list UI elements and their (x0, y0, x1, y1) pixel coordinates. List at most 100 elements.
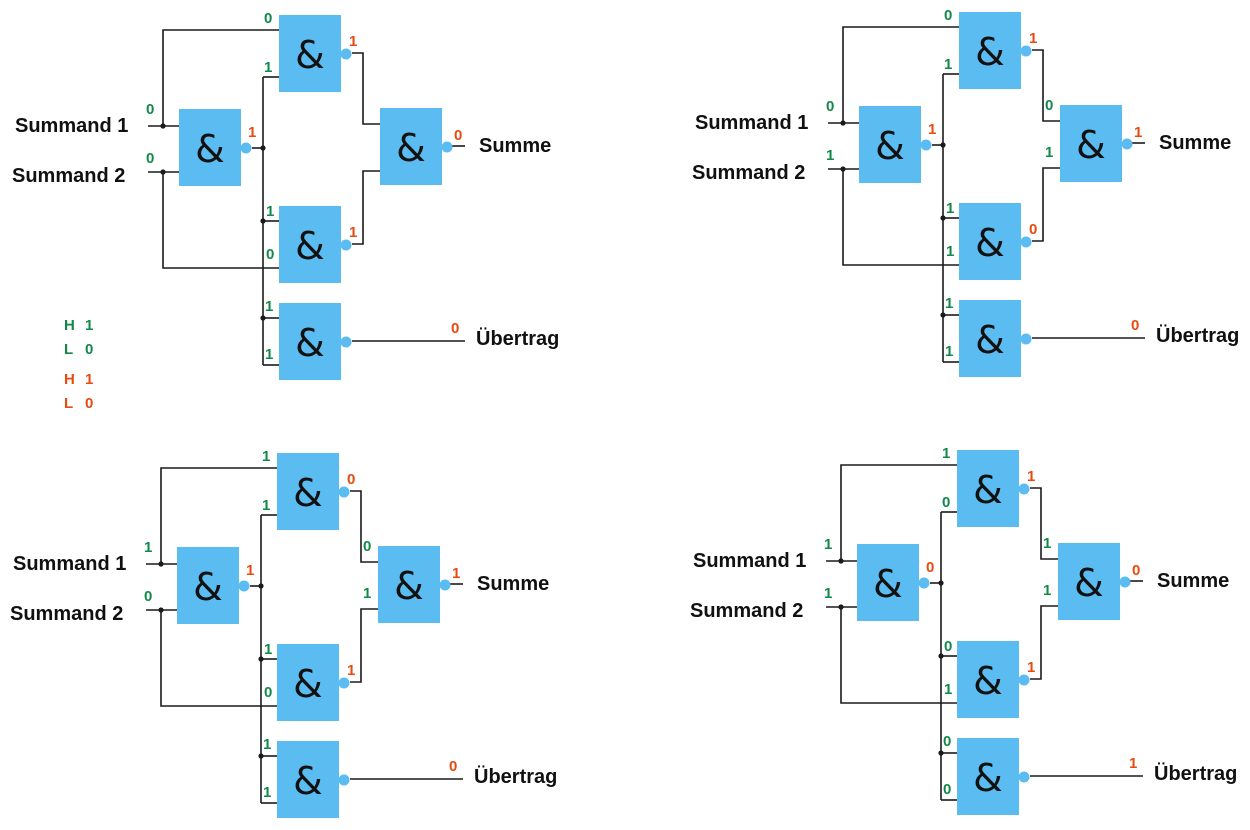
and-symbol: & (873, 562, 903, 606)
junction-dot (840, 166, 846, 172)
junction-dot (838, 558, 844, 564)
and-gate-box (859, 106, 921, 183)
and-gate-box (277, 644, 339, 721)
and-gate-box (277, 741, 339, 818)
summand1-value: 0 (826, 98, 834, 115)
mid-gate-input1-value: 0 (944, 638, 952, 655)
output-bubble (1121, 138, 1133, 150)
and-symbol: & (394, 564, 424, 608)
summe-label: Summe (479, 135, 551, 157)
summand1-to-top-gate (842, 26, 959, 123)
output-bubble (1119, 576, 1131, 588)
and-gate-box (177, 547, 239, 624)
top-gate-to-sum-gate (352, 52, 380, 125)
gate-and-middle: & (959, 203, 1032, 280)
and-symbol: & (975, 318, 1005, 362)
junction-dot (260, 315, 266, 321)
summand2-label: Summand 2 (690, 600, 803, 622)
gate-and-input: & (177, 547, 250, 624)
summe-value: 0 (1132, 562, 1140, 579)
junction-dot (158, 561, 164, 567)
mid-gate-output-value: 0 (1029, 221, 1037, 238)
summe-label: Summe (1159, 132, 1231, 154)
and-gate-box (1060, 105, 1122, 182)
carry-gate-input2-value: 1 (263, 784, 271, 801)
output-bubble (1018, 771, 1030, 783)
and-symbol: & (195, 127, 225, 171)
and-gate-box (279, 206, 341, 283)
output-bubble (439, 579, 451, 591)
summe-label: Summe (477, 573, 549, 595)
sum-gate-input1-value: 1 (1043, 535, 1051, 552)
junction-dot (160, 123, 166, 129)
summand2-value: 0 (146, 150, 154, 167)
sum-gate-input1-value: 0 (363, 538, 371, 555)
and-gate-box (380, 108, 442, 185)
legend-green-l: L (64, 341, 73, 358)
output-bubble (1020, 236, 1032, 248)
summand1-label: Summand 1 (13, 553, 126, 575)
output-bubble (441, 141, 453, 153)
junction-dot (160, 169, 166, 175)
summand1-to-top-gate (840, 464, 957, 561)
mid-gate-input2-value: 0 (266, 246, 274, 263)
output-bubble (1018, 674, 1030, 686)
summand2-to-mid-gate (160, 610, 277, 707)
summe-value: 1 (452, 565, 460, 582)
gate-and-carry: & (277, 741, 350, 818)
and-symbol: & (293, 759, 323, 803)
gate-a-output-value: 0 (926, 559, 934, 576)
carry-gate-input2-value: 1 (265, 346, 273, 363)
and-symbol: & (973, 659, 1003, 703)
and-gate-box (279, 303, 341, 380)
gate-a-output-value: 1 (928, 121, 936, 138)
carry-gate-input1-value: 0 (943, 733, 951, 750)
junction-dot (158, 607, 164, 613)
top-gate-input2-value: 1 (262, 497, 270, 514)
mid-gate-to-sum-gate (1032, 167, 1060, 242)
output-bubble (338, 774, 350, 786)
mid-gate-input2-value: 1 (946, 243, 954, 260)
junction-dot (258, 583, 264, 589)
uebertrag-label: Übertrag (476, 327, 559, 350)
and-symbol: & (193, 565, 223, 609)
and-symbol: & (973, 756, 1003, 800)
and-gate-box (378, 546, 440, 623)
mid-gate-input2-value: 1 (944, 681, 952, 698)
mid-gate-input2-value: 0 (264, 684, 272, 701)
top-gate-to-sum-gate (1032, 49, 1060, 122)
mid-gate-input1-value: 1 (946, 200, 954, 217)
gate-and-carry: & (959, 300, 1032, 377)
legend-red-l: L (64, 395, 73, 412)
summand2-value: 0 (144, 588, 152, 605)
mid-gate-to-sum-gate (352, 170, 380, 245)
uebertrag-value: 0 (1131, 317, 1139, 334)
and-gate-box (279, 15, 341, 92)
summand2-value: 1 (826, 147, 834, 164)
output-bubble (920, 139, 932, 151)
and-gate-box (959, 300, 1021, 377)
gate-and-input: & (857, 544, 930, 621)
gate-a-output-value: 1 (246, 562, 254, 579)
top-gate-input1-value: 1 (262, 448, 270, 465)
legend-green-h-value: 1 (85, 317, 93, 334)
and-symbol: & (293, 471, 323, 515)
output-bubble (1020, 333, 1032, 345)
summand2-to-mid-gate (842, 169, 959, 266)
top-gate-input1-value: 0 (264, 10, 272, 27)
legend-red-h-value: 1 (85, 371, 93, 388)
summe-label: Summe (1157, 570, 1229, 592)
top-gate-output-value: 0 (347, 471, 355, 488)
summand2-label: Summand 2 (692, 162, 805, 184)
mid-gate-to-sum-gate (350, 608, 378, 683)
output-bubble (240, 142, 252, 154)
junction-dot (940, 312, 946, 318)
and-symbol: & (293, 662, 323, 706)
gate-and-top: & (279, 15, 352, 92)
mid-gate-output-value: 1 (1027, 659, 1035, 676)
and-symbol: & (975, 221, 1005, 265)
summand2-label: Summand 2 (10, 603, 123, 625)
top-gate-input2-value: 1 (264, 59, 272, 76)
